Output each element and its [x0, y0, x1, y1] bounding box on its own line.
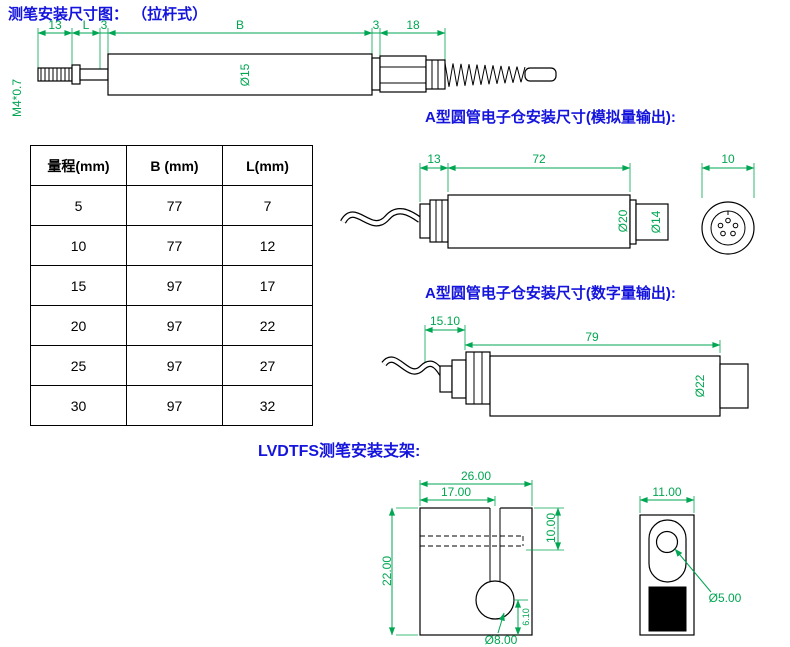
dim-label-10: 10.00	[544, 513, 558, 543]
bracket-drawing: 26.00 17.00 22.00 10.00 6.10 Ø8.00 11.00…	[380, 469, 742, 647]
screw-hole	[655, 530, 679, 554]
sensor-body	[107, 53, 373, 96]
table-cell: 20	[30, 305, 127, 346]
bracket-section-title: LVDTFS测笔安装支架:	[258, 443, 421, 460]
analog-dimensions: 13 72 10	[419, 152, 755, 172]
table-cell: 12	[222, 225, 313, 266]
dim-label-10: 10	[721, 152, 735, 166]
collar	[71, 64, 81, 85]
gland-nose	[439, 365, 453, 393]
table-cell: 5	[30, 185, 127, 226]
dim-label-79: 79	[585, 330, 599, 344]
table-cell: 7	[222, 185, 313, 226]
table-cell: 10	[30, 225, 127, 266]
dim-label-13: 13	[48, 18, 62, 32]
table-row: 5 77 7	[30, 185, 313, 226]
dia-22-label: Ø22	[693, 374, 707, 397]
table-cell: 22	[222, 305, 313, 346]
digital-section-title: A型圆管电子仓安装尺寸(数字量输出):	[425, 285, 676, 302]
digital-part	[381, 351, 749, 417]
hex-fitting	[379, 55, 427, 93]
dim-label-22: 22.00	[380, 556, 394, 586]
table-header-row: 量程(mm) B (mm) L(mm)	[30, 145, 313, 186]
dim-label-13: 13	[427, 152, 441, 166]
cable-end	[524, 67, 557, 82]
table-row: 10 77 12	[30, 225, 313, 266]
table-row: 20 97 22	[30, 305, 313, 346]
sensor-hole	[475, 580, 515, 620]
dim-label-18: 18	[406, 18, 420, 32]
gland-nose	[419, 203, 431, 239]
digital-dimensions: 15.10 79	[424, 314, 721, 349]
analog-housing-drawing: 13 72 10 Ø20 Ø14	[340, 152, 755, 255]
table-cell: 97	[126, 385, 223, 426]
stylus-part	[37, 53, 557, 96]
table-row: 30 97 32	[30, 385, 313, 426]
dim-label-11: 11.00	[652, 485, 681, 499]
table-cell: 27	[222, 345, 313, 386]
bracket-side-view	[639, 514, 695, 636]
analog-part	[340, 194, 755, 255]
dim-label-17: 17.00	[441, 485, 471, 499]
connector-cap	[719, 363, 749, 409]
cable-gland	[425, 59, 446, 90]
dia-14-label: Ø14	[649, 210, 663, 233]
table-cell: 97	[126, 265, 223, 306]
stylus-dimensions: 13 L 3 B 3 18	[37, 18, 446, 37]
thread-spec-label: M4*0.7	[10, 79, 24, 117]
bracket-body	[419, 507, 533, 636]
stylus-drawing: 13 L 3 B 3 18	[10, 18, 557, 117]
analog-section-title: A型圆管电子仓安装尺寸(模拟量输出):	[425, 109, 676, 126]
table-cell: 25	[30, 345, 127, 386]
table-cell: 97	[126, 305, 223, 346]
range-dimension-table: 量程(mm) B (mm) L(mm) 5 77 7 10 77 12 15 9…	[30, 145, 313, 426]
threaded-rod	[37, 67, 73, 82]
bracket-front-view	[419, 506, 533, 636]
dim-label-72: 72	[532, 152, 546, 166]
table-cell: 30	[30, 385, 127, 426]
digital-housing-drawing: 15.10 79 Ø22	[381, 314, 749, 417]
clamp-block-section	[648, 586, 687, 632]
dia-20-label: Ø20	[616, 209, 630, 232]
housing-body	[447, 194, 631, 249]
dim-label-3-right: 3	[373, 18, 380, 32]
table-row: 25 97 27	[30, 345, 313, 386]
step-ring	[371, 57, 381, 91]
dim-label-6-10: 6.10	[521, 608, 531, 626]
table-cell: 97	[126, 345, 223, 386]
col-header-range: 量程(mm)	[30, 145, 127, 186]
gland-hex-nut	[465, 351, 491, 405]
bracket-front-dimensions: 26.00 17.00 22.00 10.00 6.10 Ø8.00	[380, 469, 562, 647]
dim-label-15-10: 15.10	[430, 314, 460, 328]
shaft	[79, 68, 109, 81]
table-cell: 15	[30, 265, 127, 306]
dim-label-3-left: 3	[101, 18, 108, 32]
table-row: 15 97 17	[30, 265, 313, 306]
thread-hatching	[40, 68, 70, 81]
dim-label-26: 26.00	[461, 469, 491, 483]
main-title: 测笔安装尺寸图： （拉杆式）	[8, 6, 208, 23]
connector-pins	[717, 217, 739, 237]
dia-5-label: Ø5.00	[709, 591, 742, 605]
table-cell: 17	[222, 265, 313, 306]
dim-label-L: L	[83, 18, 90, 32]
col-header-l: L(mm)	[222, 145, 313, 186]
cap-flange	[629, 199, 637, 245]
strain-relief-spring	[444, 62, 526, 87]
col-header-b: B (mm)	[126, 145, 223, 186]
bracket-side-dimensions: 11.00 Ø5.00	[639, 485, 742, 605]
connector-cap	[635, 203, 669, 241]
dim-label-B: B	[236, 18, 244, 32]
connector-face-view	[701, 201, 755, 255]
table-cell: 77	[126, 225, 223, 266]
gland-mid	[451, 359, 467, 399]
gland-nut	[429, 199, 449, 243]
dia-8-label: Ø8.00	[485, 633, 518, 647]
housing-body	[489, 355, 721, 417]
table-cell: 32	[222, 385, 313, 426]
table-cell: 77	[126, 185, 223, 226]
dia-15-label: Ø15	[238, 63, 252, 86]
